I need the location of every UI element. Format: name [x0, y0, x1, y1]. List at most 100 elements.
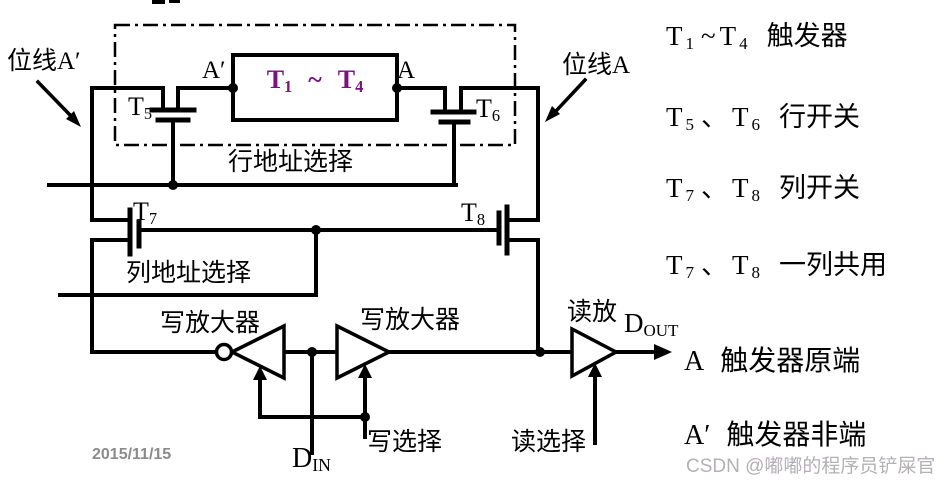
t5-letter: T: [128, 92, 144, 121]
legend-row-text: 列开关: [779, 173, 860, 203]
legend-separator: 、: [701, 173, 728, 203]
legend-row-text: 行开关: [779, 102, 860, 132]
row-select-label: 行地址选择: [228, 149, 354, 176]
din-letter: D: [292, 443, 313, 474]
legend-row-text: 一列共用: [779, 250, 887, 280]
legend-node-text: 触发器非端: [726, 420, 867, 451]
legend-node-letter: A: [684, 346, 705, 377]
cell-t4-subscript: 4: [355, 76, 364, 96]
dout-arrowhead: [654, 344, 672, 360]
legend-row-text: 触发器: [766, 21, 848, 51]
write-amp-inverter: [214, 323, 286, 381]
bitline-a-prime-label: 位线A′: [7, 48, 81, 75]
legend-separator: 、: [701, 102, 728, 132]
t6-letter: T: [476, 94, 492, 123]
read-amp-triangle: [570, 326, 620, 379]
t8-label: T8: [461, 198, 486, 229]
legend-t-letter: T: [732, 250, 749, 280]
cell-t1-subscript: 1: [284, 76, 293, 96]
bitline-a-lower-wire: [507, 238, 540, 354]
junction-node-a: [392, 83, 402, 93]
dout-letter: D: [624, 308, 644, 338]
legend-t-subscript: 7: [685, 185, 695, 205]
bitline-right-arrow-shaft: [553, 77, 588, 114]
bitline-a-upper-wire: [459, 86, 540, 222]
csdn-watermark: CSDN @嘟嘟的程序员铲屎官: [686, 456, 936, 477]
t6-label: T6: [476, 94, 501, 125]
legend-separator: ~: [701, 21, 716, 51]
legend-t-subscript: 5: [685, 114, 695, 134]
transistor-t5: [149, 86, 197, 187]
write-amp-right-label: 写放大器: [360, 307, 461, 334]
legend-t-subscript: 8: [751, 185, 761, 205]
col-select-label: 列地址选择: [126, 260, 252, 287]
write-amp-left-label: 写放大器: [160, 310, 261, 337]
transistor-t7: [127, 207, 142, 257]
bitline-left-arrowhead: [66, 111, 81, 127]
cell-t1-letter: T: [266, 65, 285, 94]
din-subscript: IN: [312, 454, 331, 475]
t7-letter: T: [133, 197, 149, 226]
legend-node-letter: A′: [684, 420, 711, 451]
t7-label: T7: [133, 197, 158, 228]
legend-separator: 、: [701, 250, 728, 280]
write-enable-arrowhead-left: [253, 366, 267, 380]
cell-t4-letter: T: [337, 65, 356, 94]
read-amp-label: 读放: [567, 299, 618, 326]
read-select-label: 读选择: [511, 429, 587, 456]
t5-subscript: 5: [143, 103, 153, 123]
legend-t-subscript: 8: [751, 262, 761, 282]
cell-tilde: ~: [308, 65, 322, 94]
junction-write-enable: [360, 412, 370, 422]
junction-row-line-t5: [168, 180, 178, 190]
legend-t-letter: T: [666, 250, 683, 280]
t6-subscript: 6: [491, 105, 501, 125]
legend-t-letter: T: [666, 173, 683, 203]
t8-subscript: 8: [476, 209, 486, 229]
write-select-label: 写选择: [367, 429, 443, 456]
junction-column-gate: [311, 225, 321, 235]
dout-label: DOUT: [624, 308, 679, 340]
write-amp-buffer-triangle: [335, 323, 393, 381]
write-enable-arrowhead-right: [358, 364, 372, 378]
cell-boundary-dashdot-box: [113, 23, 517, 147]
dout-subscript: OUT: [643, 320, 679, 340]
junction-bitline-a-data: [535, 347, 545, 357]
t7-subscript: 7: [148, 208, 158, 228]
legend-t-subscript: 7: [685, 262, 695, 282]
legend-t-letter: T: [719, 21, 737, 51]
flipflop-cell-label: T1~T4: [233, 65, 397, 96]
legend-t-subscript: 1: [685, 33, 695, 53]
junction-node-a-prime: [228, 83, 238, 93]
legend-row-node-a: A 触发器原端: [684, 346, 861, 378]
read-enable-arrowhead: [588, 363, 602, 377]
t8-letter: T: [461, 198, 477, 227]
write-amp-inverter-triangle: [228, 323, 286, 381]
bitline-a-label: 位线A: [562, 52, 631, 79]
legend-node-text: 触发器原端: [720, 346, 861, 377]
transistor-t6: [430, 86, 477, 187]
legend-t-letter: T: [666, 102, 683, 132]
t5-label: T5: [128, 92, 153, 123]
junction-din: [307, 347, 317, 357]
col-select-line: [58, 228, 318, 297]
flipflop-cell-box: [231, 53, 399, 122]
bitline-a-prime-upper-wire: [90, 86, 165, 222]
legend-t-subscript: 4: [739, 33, 748, 53]
legend-t-letter: T: [732, 102, 749, 132]
cropped-artifact: [152, 0, 180, 4]
node-a-label: A: [397, 57, 416, 84]
legend-t-subscript: 6: [751, 114, 761, 134]
transistor-t8: [496, 204, 510, 256]
bitline-right-arrowhead: [545, 106, 560, 122]
node-a-prime-label: A′: [202, 57, 226, 84]
write-amp-inverter-bubble: [214, 342, 234, 362]
junction-dots: [168, 83, 545, 422]
legend-row-node-a-prime: A′ 触发器非端: [684, 420, 867, 452]
